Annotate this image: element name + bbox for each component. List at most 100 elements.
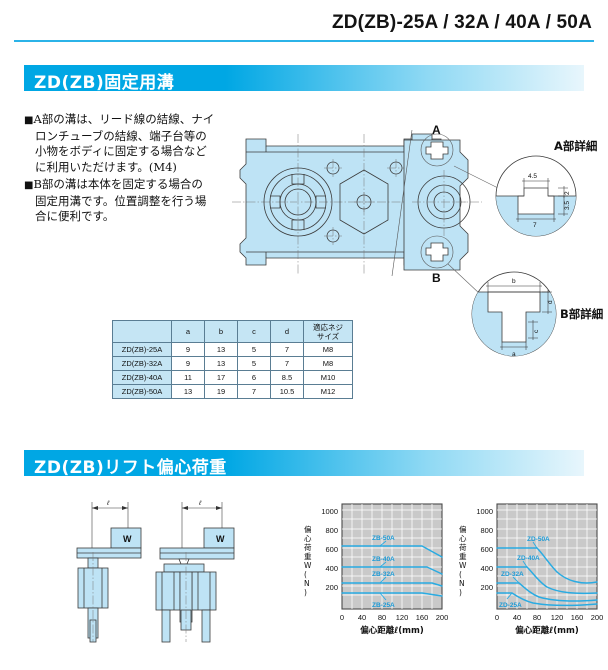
series-zb-32a xyxy=(341,582,443,587)
svg-text:600: 600 xyxy=(480,545,493,554)
lift-right-weight-label: W xyxy=(216,534,225,544)
note-line: B部の溝は本体を固定する場合の xyxy=(33,177,203,191)
detail-b: b a d c B部詳細 xyxy=(471,271,603,358)
lift-diagrams: ℓ W xyxy=(44,492,284,643)
chart-zd-yticks: 1000 800 600 400 200 xyxy=(476,507,493,592)
chart-zb-labels: ZB-50A ZB-40A ZB-32A ZB-25A xyxy=(372,535,395,609)
callout-b-label: B xyxy=(432,271,441,285)
screw-hole xyxy=(324,159,342,177)
cell-a: 9 xyxy=(171,356,205,371)
section-header-lift-eccentric-load: ZD(ZB)リフト偏心荷重 xyxy=(24,450,584,478)
lift-diagram-single-rod: ℓ W xyxy=(76,500,142,643)
cell-d: 8.5 xyxy=(270,370,304,385)
svg-text:80: 80 xyxy=(533,613,541,622)
series-zb-50a xyxy=(341,545,443,558)
table-row: ZD(ZB)-40A 11 17 6 8.5 M10 xyxy=(112,370,353,385)
chart-zd-series xyxy=(496,547,598,607)
spec-table: a b c d 適応ネジ サイズ ZD(ZB)-25A 9 13 5 7 M8 … xyxy=(112,320,353,399)
svg-text:ZD-32A: ZD-32A xyxy=(501,571,524,578)
cell-b: 19 xyxy=(204,384,238,399)
lift-right-dim-label: ℓ xyxy=(198,500,202,507)
cell-model: ZD(ZB)-25A xyxy=(112,342,172,357)
svg-text:ZD-25A: ZD-25A xyxy=(499,602,522,609)
cell-model: ZD(ZB)-50A xyxy=(112,384,172,399)
title-divider xyxy=(14,40,594,42)
svg-text:200: 200 xyxy=(325,583,338,592)
screw-hole xyxy=(387,159,405,177)
section-header-label: ZD(ZB)固定用溝 xyxy=(34,73,175,93)
callout-a-label: A xyxy=(432,123,441,137)
section-header-label: ZD(ZB)リフト偏心荷重 xyxy=(34,458,227,478)
cell-screw: M8 xyxy=(303,342,353,357)
right-body xyxy=(403,139,469,271)
detail-a-dim-lower-depth: 3.5 xyxy=(564,201,571,210)
col-model xyxy=(112,320,172,343)
chart-zb-xticks: 0 40 80 120 160 200 xyxy=(340,613,448,622)
cell-c: 7 xyxy=(237,384,271,399)
cell-model: ZD(ZB)-40A xyxy=(112,370,172,385)
chart-zb-yticks: 1000 800 600 400 200 xyxy=(321,507,338,592)
cell-b: 13 xyxy=(204,356,238,371)
svg-text:ZD-40A: ZD-40A xyxy=(517,555,540,562)
detail-a-title: A部詳細 xyxy=(554,139,597,153)
rotary-boss xyxy=(263,167,333,237)
detail-a-dim-bottom-width: 7 xyxy=(533,222,537,229)
svg-text:160: 160 xyxy=(571,613,584,622)
detail-b-dim-top-width: b xyxy=(512,278,516,285)
svg-text:40: 40 xyxy=(358,613,366,622)
groove-b xyxy=(420,235,454,269)
lift-diagram-guided: ℓ W xyxy=(155,500,235,643)
chart-zb-grid xyxy=(342,504,442,609)
note-line: A部の溝は、リード線の結線、ナイ xyxy=(33,112,215,126)
note-line: 合に便利です。 xyxy=(35,209,115,223)
cell-model: ZD(ZB)-32A xyxy=(112,356,172,371)
table-row: ZD(ZB)-50A 13 19 7 10.5 M12 xyxy=(112,384,353,399)
cell-c: 5 xyxy=(237,356,271,371)
note-line: に利用いただけます。(M4) xyxy=(35,159,177,174)
chart-zb-series xyxy=(341,545,443,597)
bullet-square-icon: ■ xyxy=(24,115,34,126)
svg-text:400: 400 xyxy=(325,564,338,573)
note-line: ロンチューブの結線、端子台等の xyxy=(35,128,207,143)
svg-text:ZB-40A: ZB-40A xyxy=(372,556,395,563)
cell-c: 5 xyxy=(237,342,271,357)
lift-left-dim-label: ℓ xyxy=(106,500,110,507)
cell-b: 17 xyxy=(204,370,238,385)
section-header-fixing-groove: ZD(ZB)固定用溝 xyxy=(24,65,584,93)
svg-text:120: 120 xyxy=(551,613,564,622)
chart-zb-xlabel: 偏心距離ℓ(mm) xyxy=(360,625,424,636)
page-title: ZD(ZB)-25A / 32A / 40A / 50A xyxy=(331,12,592,33)
svg-text:1000: 1000 xyxy=(476,507,493,516)
groove-a xyxy=(420,133,454,167)
svg-text:200: 200 xyxy=(480,583,493,592)
col-d: d xyxy=(270,320,304,343)
cell-screw: M10 xyxy=(303,370,353,385)
cell-c: 6 xyxy=(237,370,271,385)
detail-a-dim-top-width: 4.5 xyxy=(528,173,537,180)
svg-text:1000: 1000 xyxy=(321,507,338,516)
hex-nut xyxy=(339,169,389,235)
table-row: ZD(ZB)-25A 9 13 5 7 M8 xyxy=(112,342,353,357)
svg-text:200: 200 xyxy=(591,613,604,622)
series-zd-25a xyxy=(496,592,598,607)
series-zd-50a xyxy=(496,547,598,584)
col-screw-size-line1: 適応ネジ xyxy=(313,322,343,332)
bullet-square-icon: ■ xyxy=(24,180,34,191)
col-a: a xyxy=(171,320,205,343)
svg-text:160: 160 xyxy=(416,613,429,622)
note-line: 小物をボディに固定する場合など xyxy=(35,144,207,158)
notes-block: ■A部の溝は、リード線の結線、ナイ ロンチューブの結線、端子台等の 小物をボディ… xyxy=(24,112,239,227)
note-line: 固定用溝です。位置調整を行う場 xyxy=(35,193,207,208)
cell-b: 13 xyxy=(204,342,238,357)
table-row: ZD(ZB)-32A 9 13 5 7 M8 xyxy=(112,356,353,371)
cell-d: 7 xyxy=(270,342,304,357)
chart-zd-labels: ZD-50A ZD-40A ZD-32A ZD-25A xyxy=(499,536,550,609)
detail-b-dim-bottom-width: a xyxy=(512,351,516,358)
svg-text:ZD-50A: ZD-50A xyxy=(527,536,550,543)
svg-text:0: 0 xyxy=(340,613,344,622)
